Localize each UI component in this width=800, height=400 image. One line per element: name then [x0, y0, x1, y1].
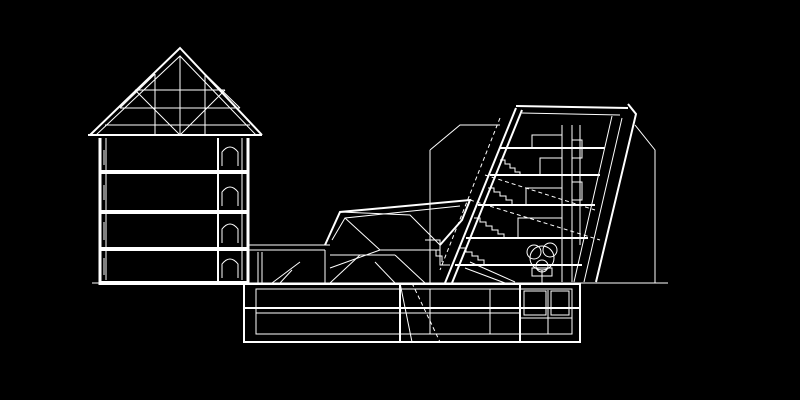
basement-structure [243, 283, 581, 343]
connector-volume [248, 244, 330, 284]
gable-roof-outline [89, 46, 263, 136]
staircase-upper [500, 159, 521, 175]
roof-line [515, 105, 629, 109]
staircase-lower [474, 217, 505, 238]
angular-entrance-volume [324, 198, 472, 343]
slanted-facade-left [444, 107, 517, 284]
background-house [429, 124, 656, 283]
staircase-ground [460, 247, 485, 265]
historic-building-left [88, 46, 263, 285]
slanted-facade-right [595, 103, 638, 283]
tree [526, 242, 558, 283]
staircase-middle [488, 187, 513, 205]
new-building [439, 103, 638, 284]
